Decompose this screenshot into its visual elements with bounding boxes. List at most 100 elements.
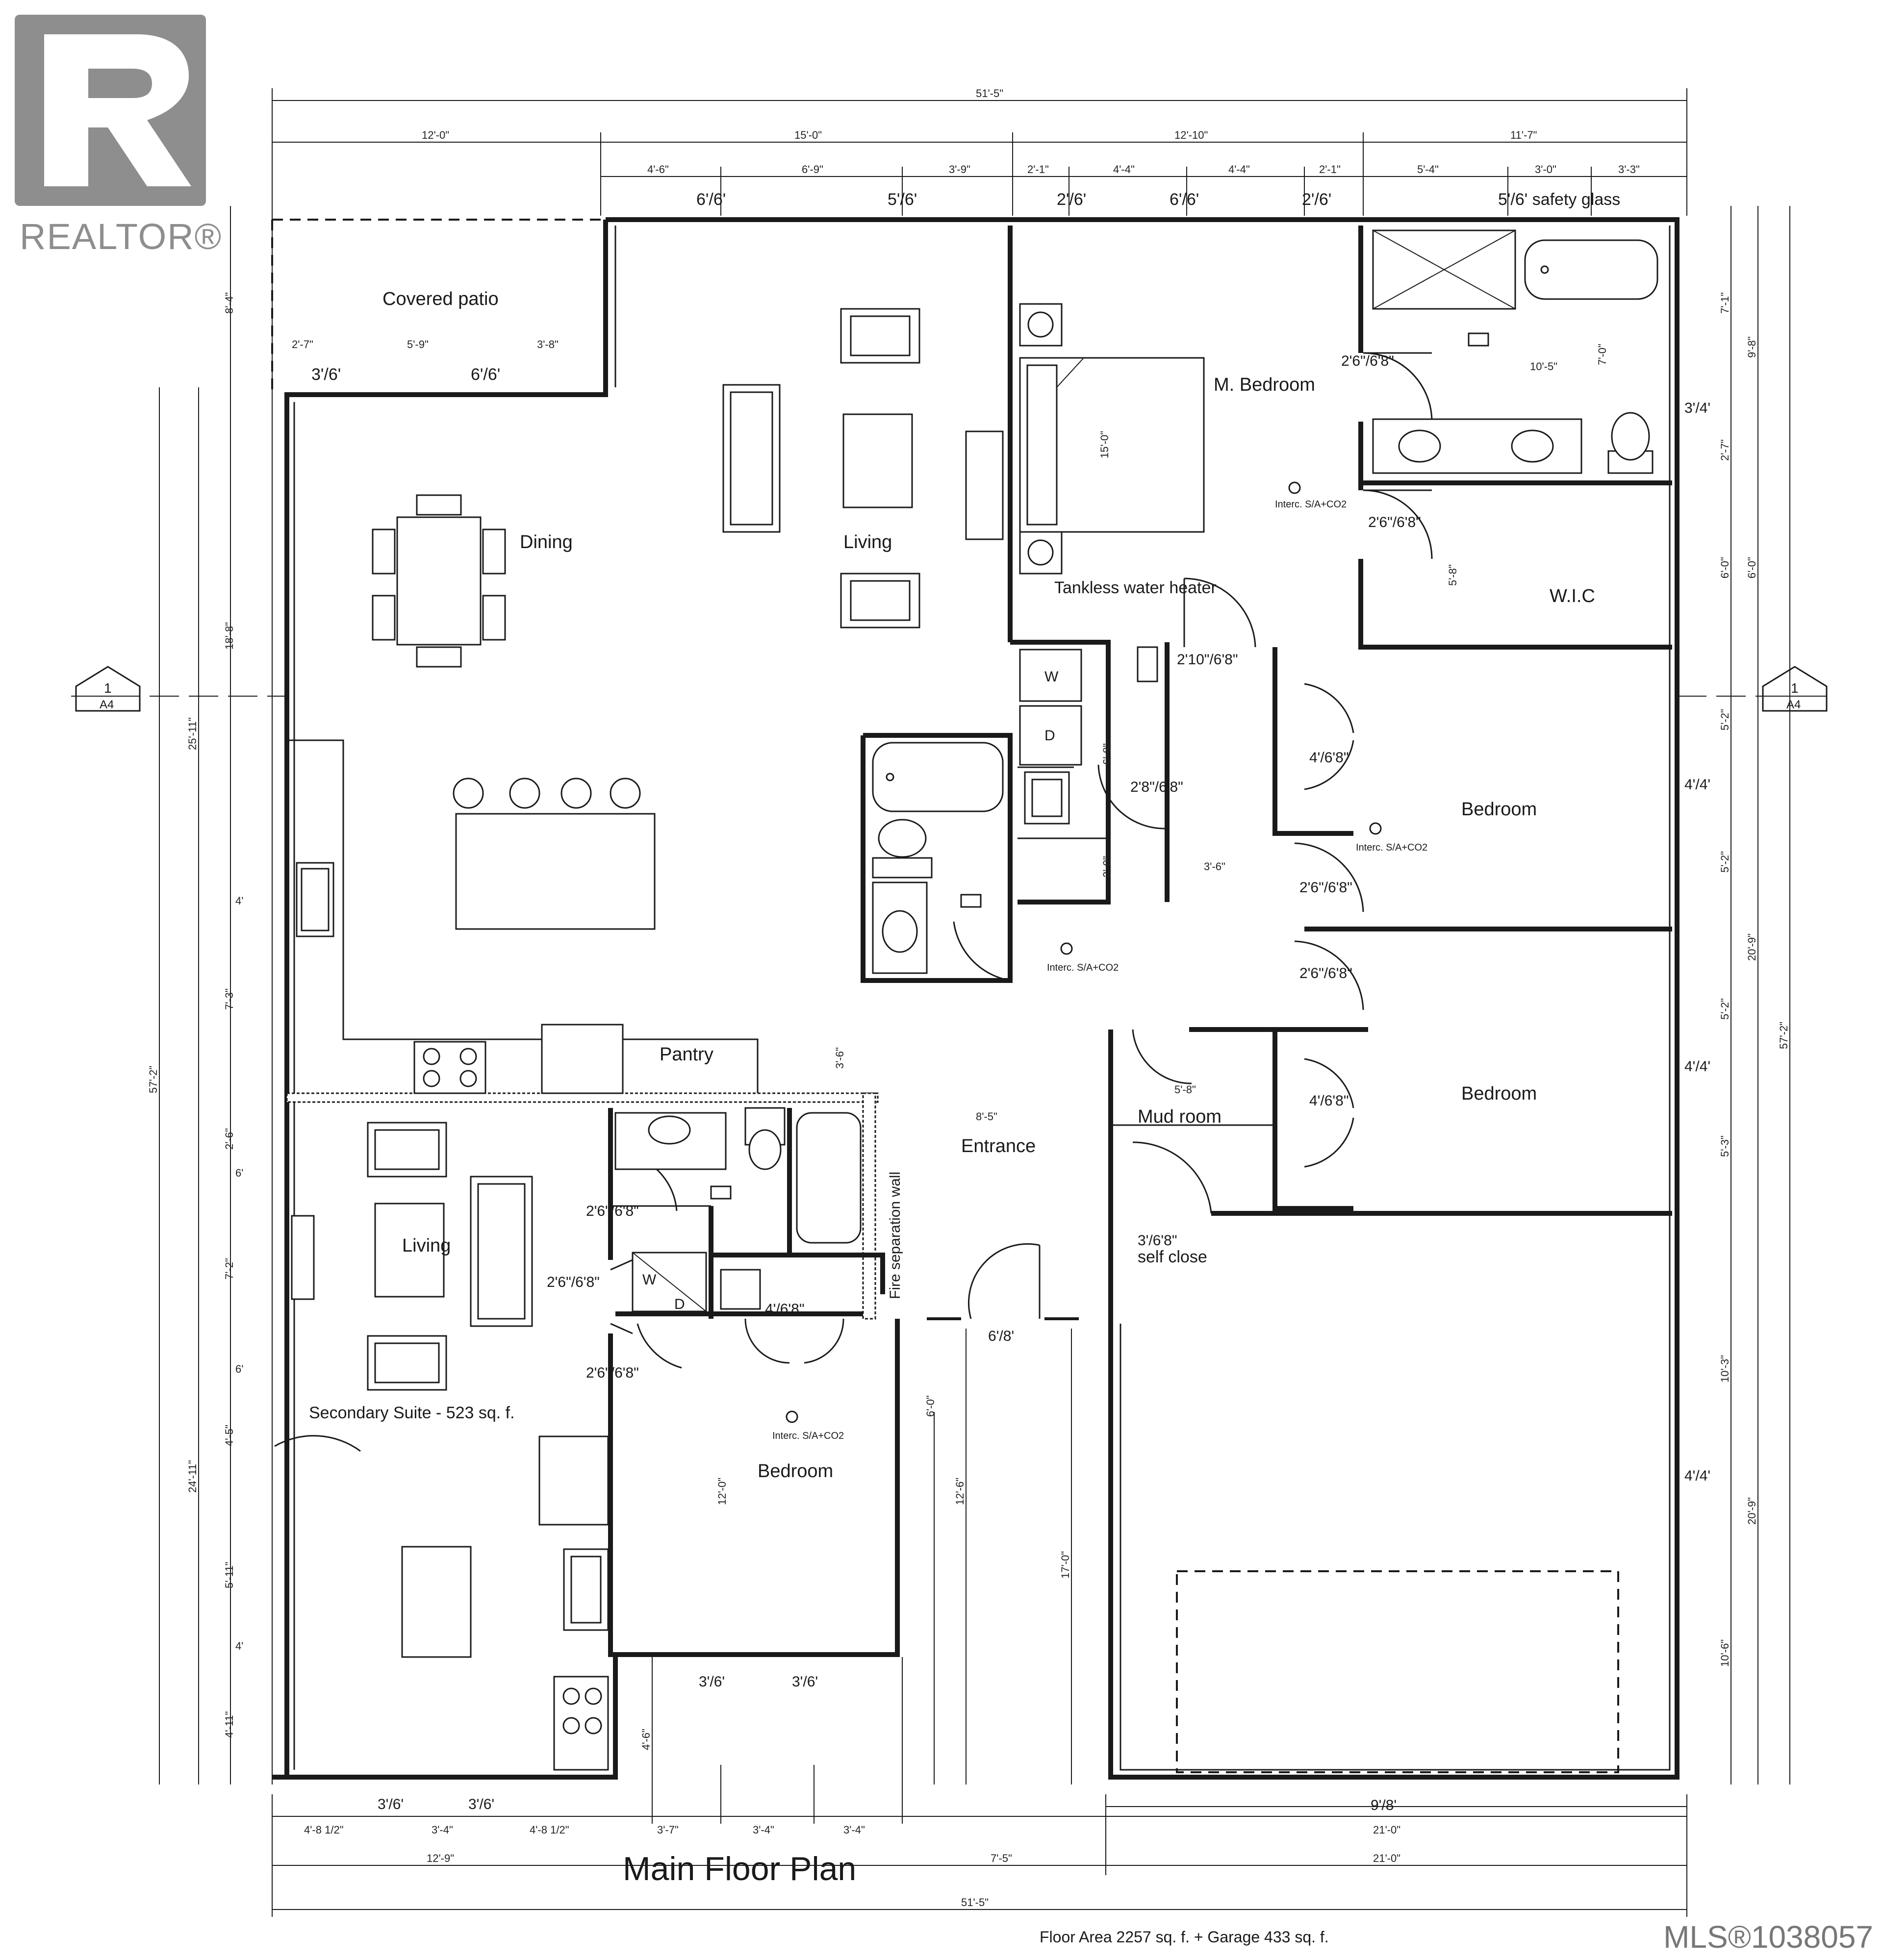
dim-int-25: 12'-0" (716, 1478, 728, 1505)
realtor-r-mark (15, 15, 206, 206)
dim-int-7: 6'-8" (1101, 743, 1113, 765)
dim-int-1: 10'-5" (1530, 360, 1557, 373)
win-top-5: 5'/6' safety glass (1498, 190, 1620, 209)
dim-right-0: 7'-1" (1719, 292, 1731, 314)
dim-top-b: 15'-0" (794, 129, 822, 141)
dim-int-10: 2'-0" (1101, 856, 1113, 878)
dim-right-10: 10'-3" (1719, 1355, 1731, 1382)
section-marker-left-sheet: A4 (100, 698, 114, 711)
dim-left-9: 4'-5" (223, 1425, 235, 1446)
dim-int-8: 2'8"/6'8" (1130, 779, 1183, 795)
room-bedroom-3: Bedroom (1461, 1083, 1537, 1104)
dim-bottom-r1-4: 3'-4" (753, 1824, 774, 1836)
win-top-2: 2'/6' (1057, 190, 1086, 209)
mls-number: MLS®1038057 (1663, 1919, 1873, 1955)
dim-left-12: 4'-11" (223, 1711, 235, 1738)
dim-left-2: 18'-8" (223, 622, 235, 650)
win-right-1: 4'/4' (1684, 777, 1710, 793)
windows (285, 218, 1679, 1779)
garage-door-label: 9'/8' (1371, 1797, 1397, 1813)
dim-left-0: 8'-4" (223, 292, 235, 314)
dim-right-overall: 57'-2" (1778, 1022, 1790, 1049)
win-right-0: 3'/4' (1684, 400, 1710, 416)
dim-left-6: 6' (235, 1167, 243, 1179)
room-suite-bedroom: Bedroom (758, 1461, 833, 1482)
dim-top-r3-5: 4'-4" (1228, 163, 1250, 176)
dim-right-8: 5'-2" (1719, 998, 1731, 1020)
dim-int-29: 3'/6' (792, 1674, 818, 1690)
dim-top-r3-8: 3'-0" (1535, 163, 1556, 176)
dim-int-9: 4'/6'8" (1309, 750, 1349, 766)
dim-left-5: 2'-6" (223, 1128, 235, 1150)
dim-int-17: 4'/6'8" (1309, 1093, 1349, 1109)
dim-top-d: 11'-7" (1510, 129, 1537, 141)
realtor-wordmark: REALTOR® (20, 216, 223, 257)
win-top-4: 2'/6' (1302, 190, 1331, 209)
room-master-bedroom: M. Bedroom (1214, 375, 1315, 395)
dim-int-6: 2'10"/6'8" (1177, 652, 1238, 668)
self-close-label: self close (1138, 1248, 1207, 1266)
dim-bottom-overall: 51'-5" (961, 1896, 989, 1909)
detector-4: Interc. S/A+CO2 (772, 1431, 844, 1441)
win-bottom-0: 3'/6' (378, 1796, 404, 1812)
win-patio-0: 3'/6' (311, 365, 341, 384)
dim-top-r3-3: 2'-1" (1027, 163, 1049, 176)
dim-garage-width: 21'-0" (1373, 1824, 1400, 1836)
dim-int-24: 6'-0" (924, 1395, 937, 1417)
dim-patio-1: 5'-9" (407, 338, 429, 351)
dim-right-12: 10'-6" (1719, 1639, 1731, 1667)
dim-top-r3-7: 5'-4" (1417, 163, 1439, 176)
win-top-3: 6'/6' (1170, 190, 1199, 209)
dim-top-r3-2: 3'-9" (949, 163, 970, 176)
room-pantry: Pantry (660, 1044, 713, 1065)
dim-right-11: 20'-9" (1746, 1497, 1758, 1525)
dim-patio-0: 2'-7" (292, 338, 313, 351)
dim-left-4: 7'-3" (223, 988, 235, 1010)
doors (274, 352, 1433, 1452)
dim-int-14: 3'-6" (834, 1047, 846, 1069)
dim-bottom-r1-2: 4'-8 1/2" (530, 1824, 569, 1836)
room-secondary-suite: Secondary Suite - 523 sq. f. (309, 1404, 515, 1422)
dim-top-r3-4: 4'-4" (1113, 163, 1135, 176)
dim-right-9: 5'-3" (1719, 1135, 1731, 1157)
room-living: Living (843, 532, 892, 553)
dim-right-4: 6'-0" (1746, 557, 1758, 578)
dim-right-5: 5'-2" (1719, 709, 1731, 730)
realtor-logo: REALTOR® (15, 15, 221, 260)
dim-int-28: 3'/6' (699, 1674, 725, 1690)
dimension-text: 51'-5" 12'-0" 15'-0" 12'-10" 11'-7" 4'-6… (147, 87, 1790, 1909)
dim-int-27: 17'-0" (1059, 1551, 1071, 1579)
dim-top-c: 12'-10" (1174, 129, 1208, 141)
dim-left-8: 6' (235, 1363, 243, 1375)
dim-bottom-r1-0: 4'-8 1/2" (304, 1824, 344, 1836)
dim-left-7: 7'-2" (223, 1258, 235, 1280)
dim-int-12: 2'6"/6'8" (1299, 879, 1352, 896)
dim-right-7: 20'-9" (1746, 933, 1758, 961)
suite-washer-label: W (642, 1272, 657, 1288)
dim-top-r3-6: 2'-1" (1319, 163, 1341, 176)
dim-right-3: 6'-0" (1719, 557, 1731, 578)
detector-1: Interc. S/A+CO2 (1275, 499, 1347, 510)
dim-left-11: 4' (235, 1640, 243, 1652)
dim-int-15: 8'-5" (976, 1110, 997, 1123)
dim-right-2: 2'-7" (1719, 439, 1731, 461)
fire-wall-label: Fire separation wall (887, 1172, 903, 1299)
detector-3: Interc. S/A+CO2 (1047, 962, 1119, 973)
dim-int-2: 7'-0" (1596, 344, 1608, 365)
dim-int-19: 2'6"/6'8" (586, 1203, 639, 1219)
dim-int-23: 6'/8' (988, 1328, 1014, 1344)
room-dining: Dining (520, 532, 573, 553)
dim-int-18: 3'/6'8" (1138, 1232, 1177, 1249)
dim-bottom-r2-1: 7'-5" (991, 1852, 1012, 1864)
section-markers (71, 666, 1828, 712)
dim-int-26: 12'-6" (954, 1478, 966, 1505)
dim-int-5: 5'-8" (1447, 564, 1459, 586)
win-top-0: 6'/6' (696, 190, 726, 209)
dim-patio-2: 3'-8" (537, 338, 559, 351)
dim-bottom-r2-2: 21'-0" (1373, 1852, 1400, 1864)
dim-left-10: 5'-11" (223, 1562, 235, 1588)
win-top-1: 5'/6' (888, 190, 917, 209)
floor-area-note: Floor Area 2257 sq. f. + Garage 433 sq. … (1040, 1928, 1329, 1946)
dim-top-r3-0: 4'-6" (647, 163, 669, 176)
room-suite-living: Living (402, 1235, 451, 1256)
